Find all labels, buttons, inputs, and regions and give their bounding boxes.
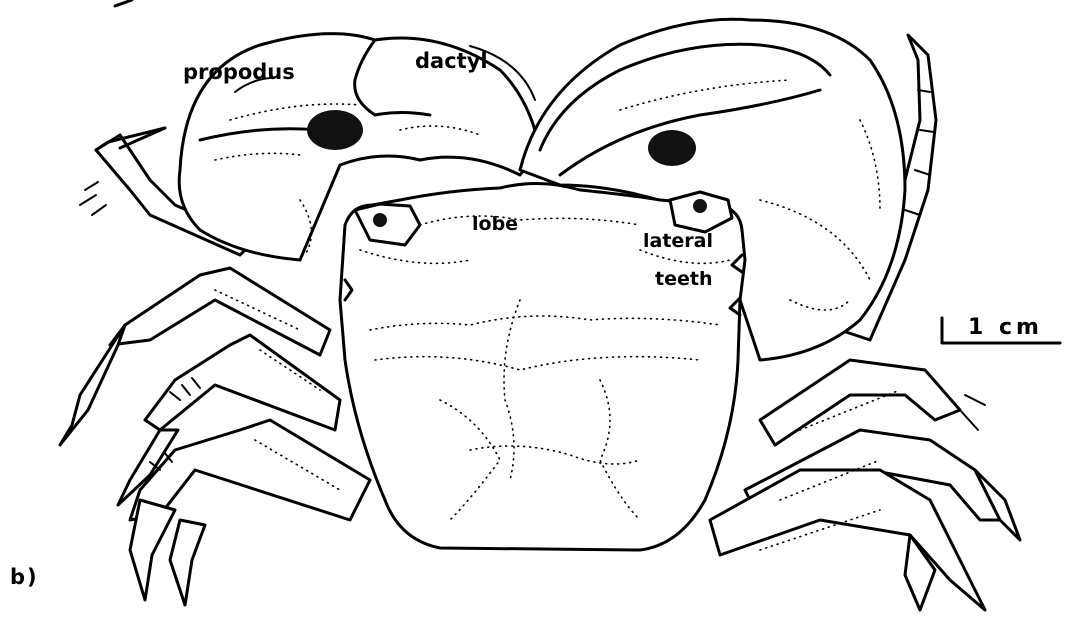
label-lobe: lobe bbox=[472, 213, 518, 235]
label-teeth: teeth bbox=[655, 268, 712, 290]
label-propodus: propodus bbox=[183, 60, 295, 84]
right-claw-dark-patch bbox=[648, 130, 696, 166]
corner-mark bbox=[115, 0, 132, 6]
scale-bar-label: 1 cm bbox=[968, 315, 1043, 340]
label-dactyl: dactyl bbox=[415, 49, 488, 73]
left-claw-dark-patch bbox=[307, 110, 363, 150]
panel-label: b) bbox=[10, 565, 39, 589]
label-lateral: lateral bbox=[643, 230, 713, 252]
